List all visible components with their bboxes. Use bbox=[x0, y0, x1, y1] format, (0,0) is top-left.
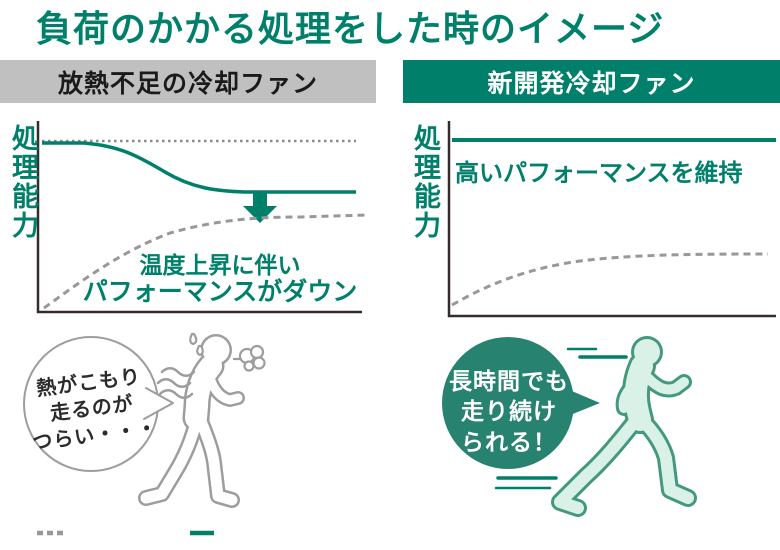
left-temperature-dashed-curve bbox=[43, 213, 369, 310]
left-annotation-line2: パフォーマンスがダウン bbox=[82, 278, 358, 306]
right-temperature-dashed-curve bbox=[451, 252, 769, 307]
performance-drop-arrow-icon bbox=[243, 193, 277, 223]
sweat-drops-icon bbox=[189, 332, 204, 357]
right-y-axis-label: 処理能力 bbox=[410, 124, 440, 240]
walking-person-illustration bbox=[138, 332, 266, 508]
left-speech-bubble bbox=[23, 336, 174, 472]
right-speech-bubble bbox=[442, 337, 600, 469]
left-panel-header-label: 放熱不足の冷却ファン bbox=[57, 69, 318, 98]
left-chart-axes bbox=[36, 121, 362, 314]
speed-lines-icon bbox=[494, 347, 628, 490]
right-chart-axes bbox=[447, 121, 776, 318]
breath-puff-icon bbox=[232, 344, 266, 372]
left-annotation-line1: 温度上昇に伴い bbox=[139, 252, 301, 278]
right-chart bbox=[447, 121, 776, 318]
right-bubble-text: 長時間でも 走り続け られる！ bbox=[438, 366, 580, 457]
heat-waves-icon bbox=[156, 367, 196, 399]
left-y-axis-label: 処理能力 bbox=[8, 124, 38, 240]
right-annotation: 高いパフォーマンスを維持 bbox=[455, 160, 743, 187]
left-performance-curve bbox=[42, 141, 356, 194]
right-panel-header: 新開発冷却ファン bbox=[403, 60, 780, 103]
runner-illustration bbox=[494, 336, 697, 517]
left-chart bbox=[36, 121, 369, 314]
page-title: 負荷のかかる処理をした時のイメージ bbox=[36, 8, 665, 49]
left-panel-header: 放熱不足の冷却ファン bbox=[0, 60, 376, 103]
right-panel-header-label: 新開発冷却ファン bbox=[487, 69, 696, 98]
right-bubble-line3: られる！ bbox=[461, 428, 557, 455]
right-bubble-line1: 長時間でも bbox=[449, 368, 569, 394]
right-bubble-line2: 走り続け bbox=[461, 398, 557, 425]
